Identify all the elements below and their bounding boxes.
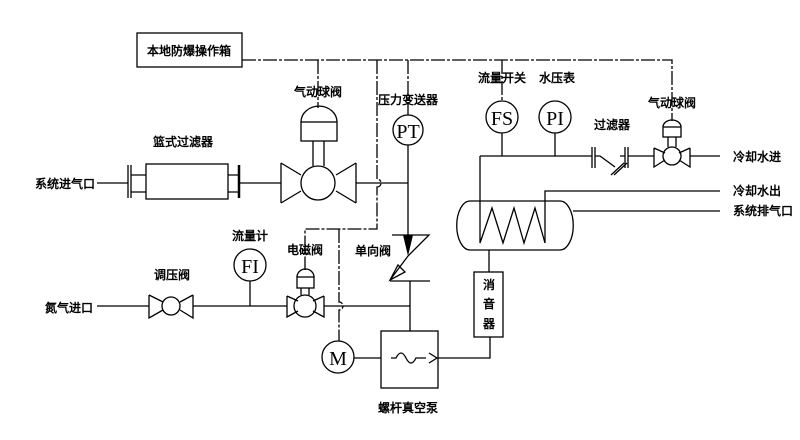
nitrogen-inlet-label: 氮气进口: [45, 300, 93, 315]
pneumatic-ball-valve-2-label: 气动球阀: [647, 95, 696, 110]
pipe: [193, 281, 287, 307]
pneumatic-ball-valve-1-label: 气动球阀: [293, 84, 342, 99]
screw-vacuum-pump: [380, 330, 439, 389]
basket-filter-label: 篮式过滤器: [152, 134, 214, 149]
system-exhaust-label: 系统排气口: [733, 203, 793, 218]
condenser-vessel: [456, 156, 720, 251]
water-pressure-gauge-label: 水压表: [539, 70, 576, 85]
pneumatic-ball-valve-1[interactable]: [280, 105, 357, 204]
pi-instrument: [538, 100, 572, 134]
water-filter-label: 过滤器: [594, 117, 631, 132]
control-box: [136, 32, 243, 68]
flow-switch-label: 流量开关: [478, 70, 526, 85]
basket-filter: [127, 163, 241, 200]
fs-label: FS: [491, 108, 513, 130]
silencer-label-3: 器: [482, 317, 496, 331]
cooling-water-in-label: 冷却水进: [733, 149, 781, 164]
flow-meter-label: 流量计: [232, 228, 268, 243]
control-box-label: 本地防爆操作箱: [147, 43, 231, 58]
pipe: [438, 337, 491, 359]
pi-label: PI: [546, 108, 564, 130]
screw-vacuum-pump-label: 螺杆真空泵: [378, 400, 438, 415]
pt-label: PT: [396, 121, 419, 143]
silencer-label-1: 消: [483, 277, 495, 292]
system-inlet-label: 系统进气口: [35, 176, 95, 191]
motor: [321, 340, 355, 374]
water-filter: [591, 147, 629, 176]
silencer-label-2: 音: [483, 296, 495, 311]
pressure-regulator-label: 调压阀: [154, 268, 190, 282]
pressure-regulator-valve[interactable]: [148, 294, 194, 320]
signal-line-solenoid: [304, 60, 382, 270]
solenoid-valve-label: 电磁阀: [287, 242, 323, 257]
motor-label: M: [329, 348, 347, 370]
signal-line-motor: [338, 229, 344, 341]
pressure-transmitter-label: 压力变送器: [378, 92, 439, 107]
solenoid-valve[interactable]: [286, 268, 325, 319]
pneumatic-ball-valve-2[interactable]: [653, 119, 691, 169]
fi-instrument: [233, 248, 267, 282]
check-valve: [388, 234, 431, 331]
check-valve-label: 单向阀: [355, 243, 391, 258]
fs-instrument: [485, 100, 519, 134]
fi-label: FI: [241, 256, 259, 278]
signal-line-main: [242, 59, 673, 121]
pipe: [480, 133, 720, 157]
cooling-water-out-label: 冷却水出: [733, 183, 781, 198]
